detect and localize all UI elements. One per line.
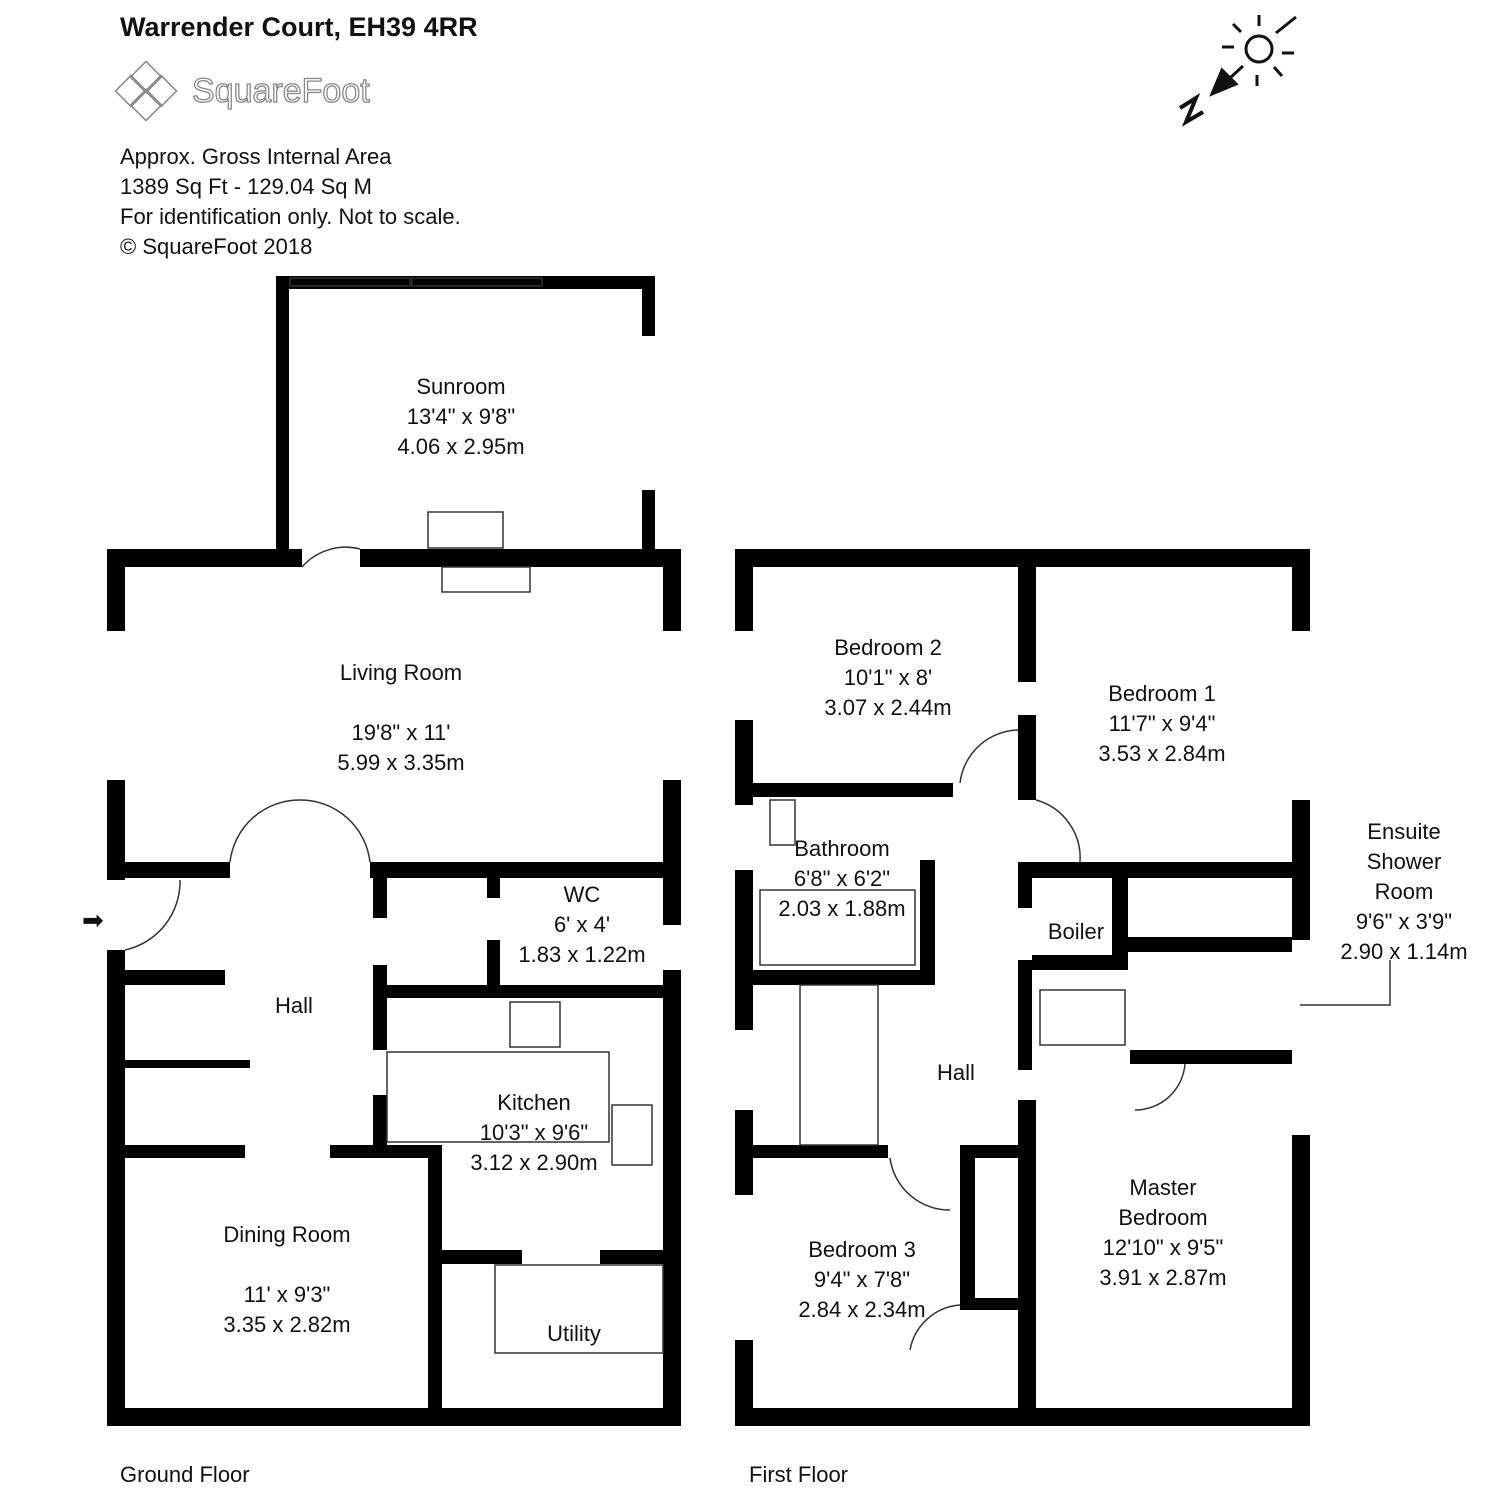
room-hall-ground: Hall — [275, 993, 313, 1018]
room-size-imperial: 12'10" x 9'5" — [1102, 1235, 1224, 1260]
room-master-bedroom: Master Bedroom — [1093, 1173, 1233, 1233]
room-size-metric: 3.91 x 2.87m — [1099, 1265, 1227, 1290]
room-size-imperial: 11' x 9'3" — [243, 1282, 331, 1307]
squarefoot-logo-icon — [114, 60, 178, 122]
room-bedroom-2: Bedroom 2 10'1" x 8' 3.07 x 2.44m — [824, 633, 951, 723]
room-name: WC — [563, 882, 601, 907]
room-size-imperial: 6'8" x 6'2" — [793, 866, 891, 891]
info-line: 1389 Sq Ft - 129.04 Sq M — [120, 174, 372, 199]
ground-floor-label: Ground Floor — [120, 1462, 250, 1487]
info-line: © SquareFoot 2018 — [120, 234, 313, 259]
info-line: For identification only. Not to scale. — [120, 204, 461, 229]
room-name: Bathroom — [794, 836, 890, 861]
room-ensuite-size: 9'6" x 3'9" 2.90 x 1.14m — [1340, 907, 1467, 967]
room-living-room-size: 19'8" x 11' 5.99 x 3.35m — [337, 718, 464, 778]
north-sun-icon — [1178, 15, 1297, 127]
room-bedroom-3: Bedroom 3 9'4" x 7'8" 2.84 x 2.34m — [798, 1235, 925, 1325]
ground-floor-walls — [107, 276, 681, 1426]
room-size-imperial: 13'4" x 9'8" — [406, 404, 516, 429]
room-name: Master Bedroom — [1118, 1175, 1208, 1230]
room-size-metric: 3.12 x 2.90m — [470, 1150, 598, 1175]
room-living-room: Living Room — [326, 658, 476, 688]
room-size-metric: 5.99 x 3.35m — [337, 750, 465, 775]
room-dining-room-size: 11' x 9'3" 3.35 x 2.82m — [223, 1280, 350, 1340]
room-size-metric: 3.53 x 2.84m — [1098, 741, 1226, 766]
room-bedroom-1: Bedroom 1 11'7" x 9'4" 3.53 x 2.84m — [1098, 679, 1225, 769]
first-floor-fixtures — [759, 729, 1391, 1351]
room-size-imperial: 11'7" x 9'4" — [1108, 711, 1216, 736]
room-sunroom: Sunroom 13'4" x 9'8" 4.06 x 2.95m — [397, 372, 524, 462]
room-size-metric: 2.90 x 1.14m — [1340, 939, 1468, 964]
room-size-metric: 1.83 x 1.22m — [518, 942, 646, 967]
squarefoot-logo: SquareFoot — [191, 71, 370, 110]
room-utility: Utility — [547, 1321, 601, 1346]
info-line: Approx. Gross Internal Area — [120, 144, 392, 169]
room-size-imperial: 6' x 4' — [553, 912, 611, 937]
room-size-metric: 2.84 x 2.34m — [798, 1297, 926, 1322]
property-title: Warrender Court, EH39 4RR — [120, 12, 478, 42]
area-info: Approx. Gross Internal Area 1389 Sq Ft -… — [120, 142, 461, 262]
first-floor-label: First Floor — [749, 1462, 848, 1487]
room-name: Living Room — [339, 660, 463, 685]
ground-floor-fixtures — [124, 277, 664, 1354]
room-master-bedroom-size: 12'10" x 9'5" 3.91 x 2.87m — [1099, 1233, 1226, 1293]
room-hall-first: Hall — [937, 1060, 975, 1085]
room-name: Bedroom 2 — [834, 635, 942, 660]
room-name: Ensuite Shower Room — [1366, 819, 1442, 904]
room-bathroom: Bathroom 6'8" x 6'2" 2.03 x 1.88m — [778, 834, 905, 924]
room-name: Bedroom 3 — [808, 1237, 916, 1262]
room-size-metric: 3.07 x 2.44m — [824, 695, 952, 720]
entrance-arrow-icon: ➡ — [82, 905, 104, 935]
room-wc: WC 6' x 4' 1.83 x 1.22m — [518, 880, 645, 970]
room-size-imperial: 9'4" x 7'8" — [813, 1267, 911, 1292]
room-name: Bedroom 1 — [1108, 681, 1216, 706]
room-size-imperial: 10'3" x 9'6" — [479, 1120, 589, 1145]
room-name: Kitchen — [497, 1090, 571, 1115]
room-ensuite: Ensuite Shower Room — [1344, 817, 1464, 907]
room-dining-room: Dining Room — [222, 1220, 352, 1250]
room-size-metric: 3.35 x 2.82m — [223, 1312, 351, 1337]
room-size-imperial: 10'1" x 8' — [843, 665, 933, 690]
room-size-imperial: 9'6" x 3'9" — [1355, 909, 1453, 934]
room-kitchen: Kitchen 10'3" x 9'6" 3.12 x 2.90m — [470, 1088, 597, 1178]
room-size-metric: 2.03 x 1.88m — [778, 896, 906, 921]
first-floor-walls — [735, 549, 1310, 1426]
room-boiler: Boiler — [1047, 919, 1105, 944]
room-name: Dining Room — [223, 1222, 351, 1247]
room-name: Sunroom — [416, 374, 506, 399]
room-size-imperial: 19'8" x 11' — [351, 720, 451, 745]
room-size-metric: 4.06 x 2.95m — [397, 434, 525, 459]
